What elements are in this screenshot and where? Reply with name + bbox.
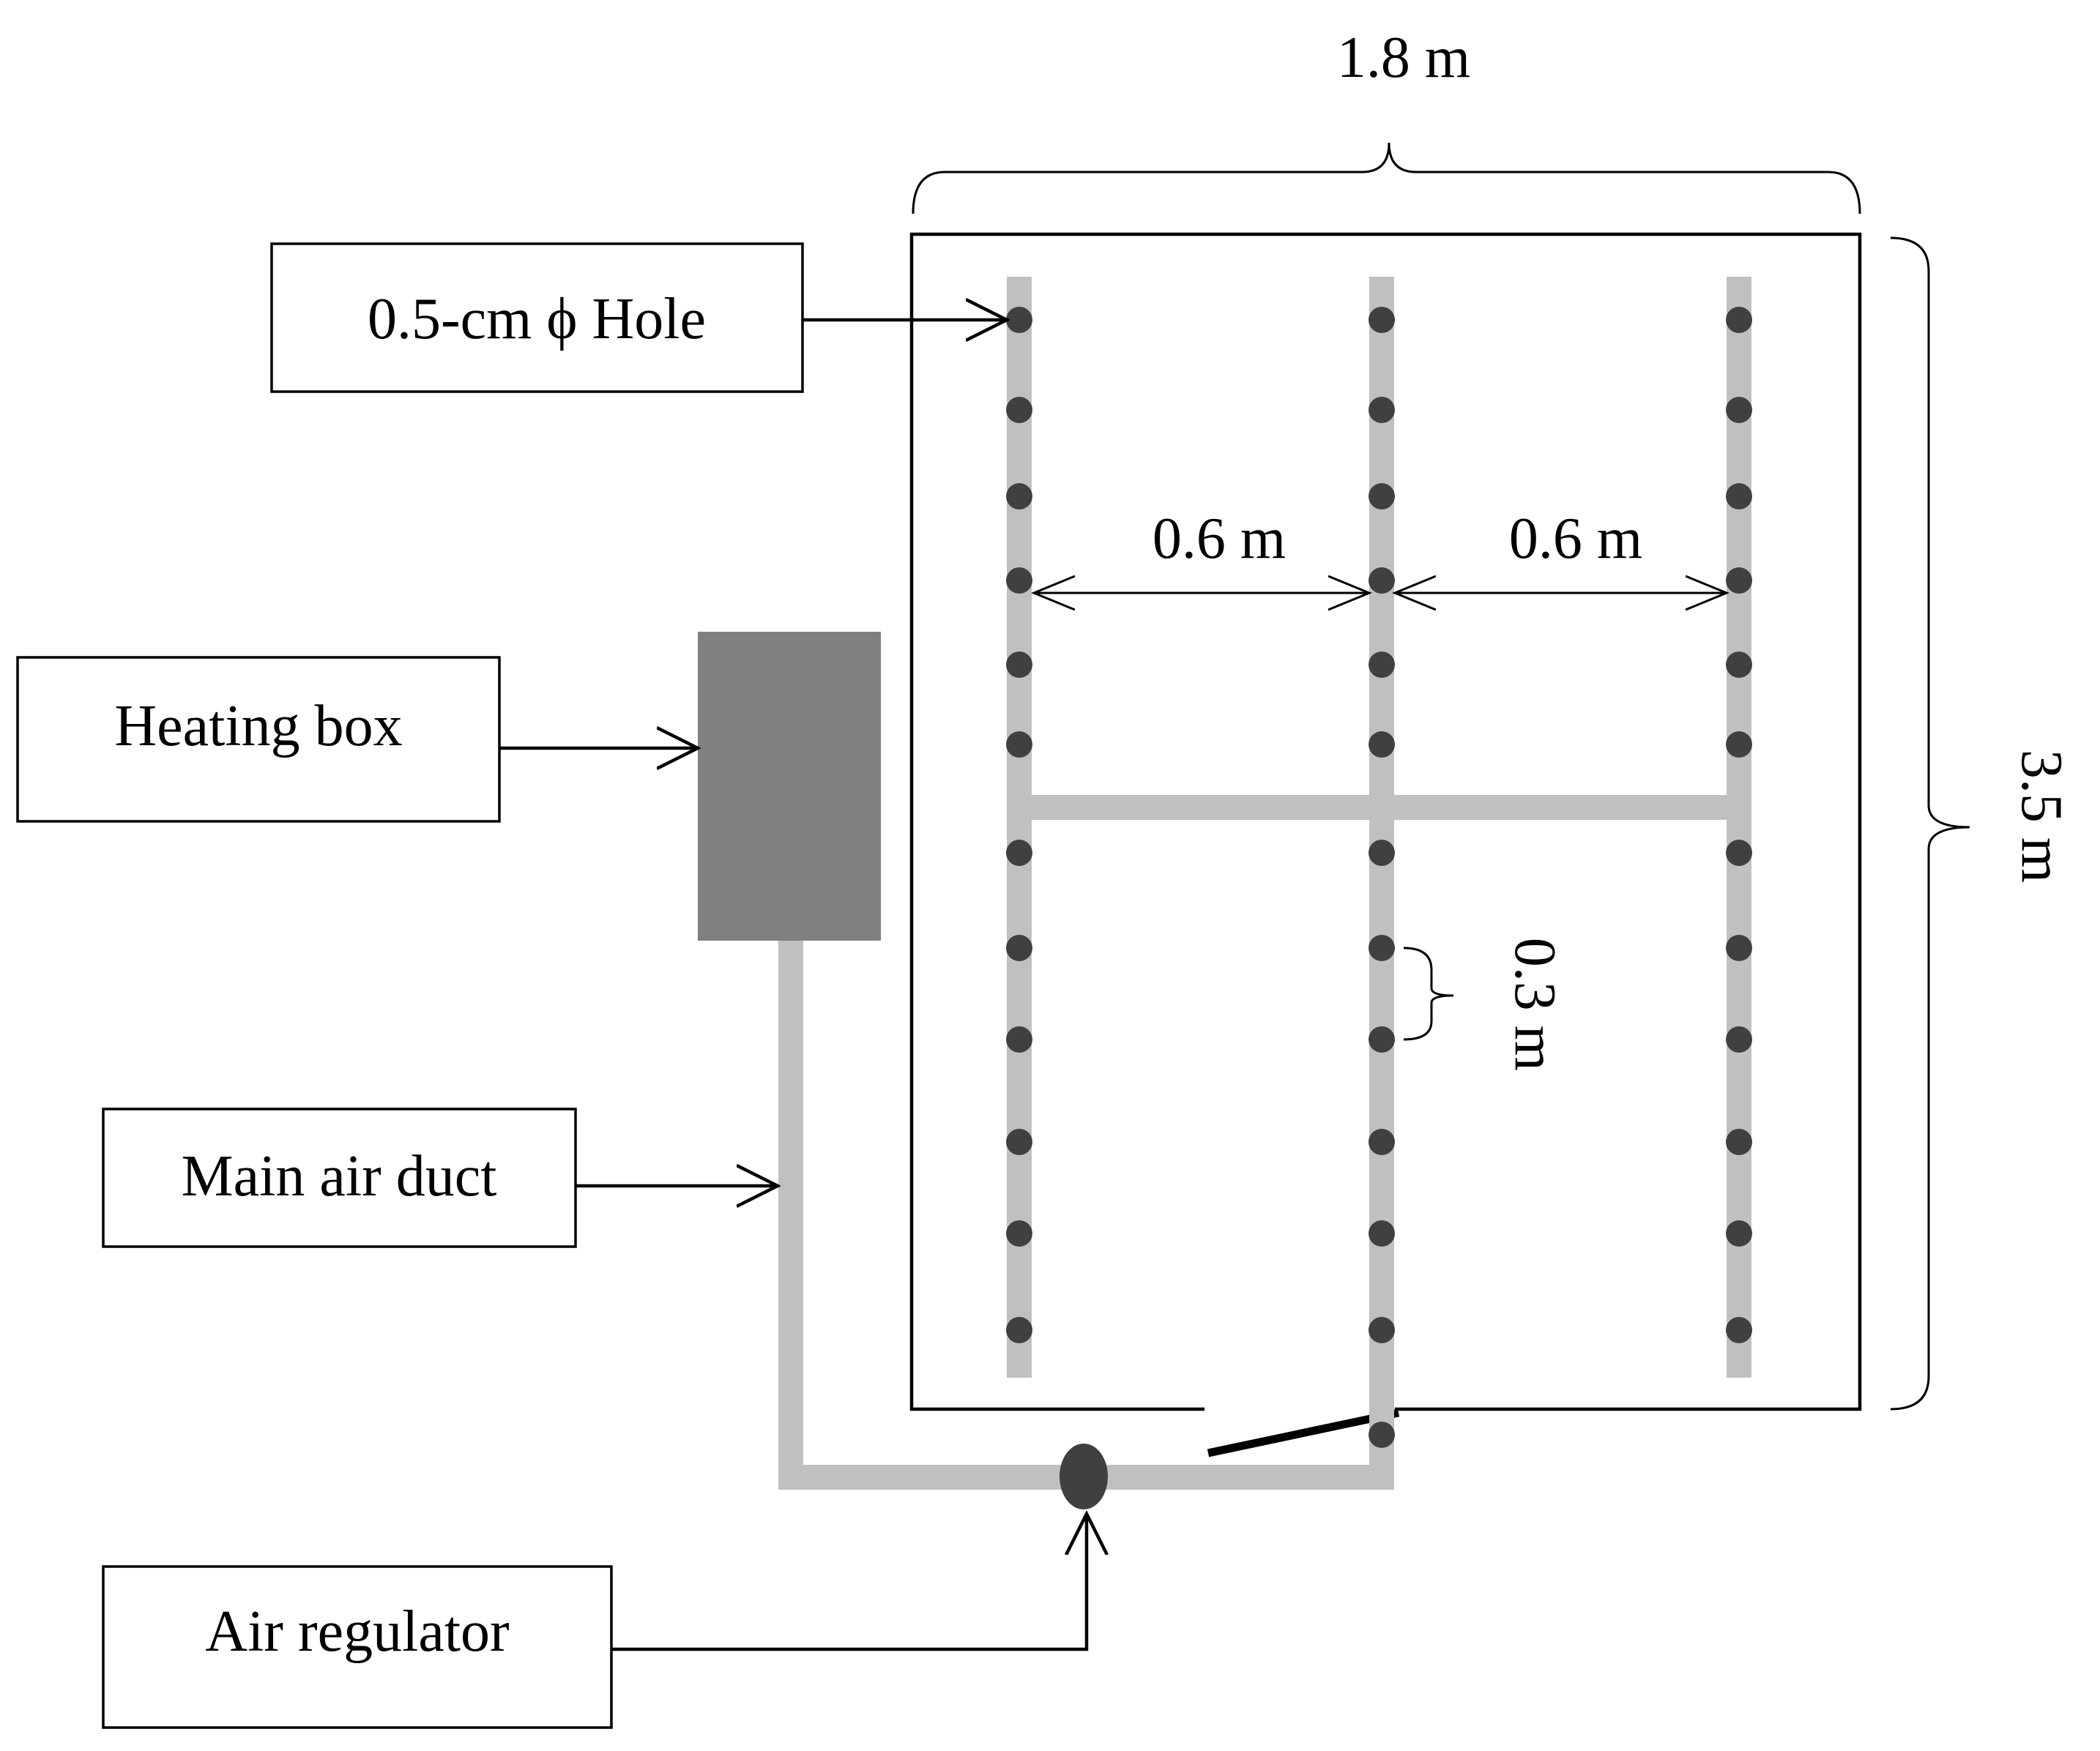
air-regulator-callout-arrow <box>611 1514 1087 1651</box>
hole-right-4 <box>1726 567 1752 594</box>
hole-left-11 <box>1006 1220 1032 1247</box>
air-regulator <box>1060 1444 1108 1509</box>
hole-callout-label: 0.5-cm ϕ Hole <box>368 287 706 351</box>
hole-spacing-brace <box>1403 947 1454 1041</box>
hole-left-1 <box>1006 307 1032 333</box>
hole-middle-8 <box>1369 935 1395 961</box>
width-dimension-label: 1.8 m <box>1337 26 1470 90</box>
hole-middle-1 <box>1369 307 1395 333</box>
pipe-spacing-right-label: 0.6 m <box>1509 507 1642 571</box>
hole-right-11 <box>1726 1220 1752 1247</box>
hole-spacing-label: 0.3 m <box>1503 938 1567 1071</box>
hole-middle-5 <box>1369 652 1395 678</box>
hole-right-1 <box>1726 307 1752 333</box>
hole-rows <box>1006 307 1752 1448</box>
height-brace <box>1890 236 1970 1411</box>
hole-right-6 <box>1726 731 1752 758</box>
hole-middle-10 <box>1369 1129 1395 1155</box>
door <box>1207 1408 1400 1457</box>
hole-callout-box <box>270 242 804 393</box>
heating-box <box>698 632 881 941</box>
hole-right-2 <box>1726 397 1752 423</box>
hole-middle-2 <box>1369 397 1395 423</box>
hole-middle-6 <box>1369 731 1395 758</box>
hole-right-3 <box>1726 483 1752 509</box>
hole-right-5 <box>1726 652 1752 678</box>
width-brace <box>912 142 1861 214</box>
hole-right-8 <box>1726 935 1752 961</box>
air-regulator-callout-label: Air regulator <box>205 1599 509 1664</box>
main-air-duct-callout-label: Main air duct <box>182 1144 497 1209</box>
hole-middle-9 <box>1369 1026 1395 1053</box>
air-regulator-callout-box <box>102 1565 613 1729</box>
hole-middle-13 <box>1369 1422 1395 1448</box>
hole-left-8 <box>1006 935 1032 961</box>
hole-left-2 <box>1006 397 1032 423</box>
hole-left-9 <box>1006 1026 1032 1053</box>
main-air-duct <box>778 937 1394 1490</box>
hole-left-6 <box>1006 731 1032 758</box>
hole-left-7 <box>1006 840 1032 866</box>
hole-middle-11 <box>1369 1220 1395 1247</box>
hole-left-10 <box>1006 1129 1032 1155</box>
hole-middle-7 <box>1369 840 1395 866</box>
main-air-duct-callout-box <box>102 1108 577 1248</box>
pipe-spacing-left-label: 0.6 m <box>1153 507 1286 571</box>
hole-right-9 <box>1726 1026 1752 1053</box>
hole-left-4 <box>1006 567 1032 594</box>
heating-box-callout-box <box>16 656 501 823</box>
hole-left-5 <box>1006 652 1032 678</box>
hole-left-3 <box>1006 483 1032 509</box>
hole-right-12 <box>1726 1317 1752 1343</box>
height-dimension-label: 3.5 m <box>2009 750 2074 883</box>
hole-middle-4 <box>1369 567 1395 594</box>
hole-right-7 <box>1726 840 1752 866</box>
heating-box-callout-label: Heating box <box>114 694 402 758</box>
hole-middle-12 <box>1369 1317 1395 1343</box>
duct-network <box>778 277 1751 1490</box>
hole-left-12 <box>1006 1317 1032 1343</box>
hole-right-10 <box>1726 1129 1752 1155</box>
room-outline <box>909 232 1862 1411</box>
hole-middle-3 <box>1369 483 1395 509</box>
